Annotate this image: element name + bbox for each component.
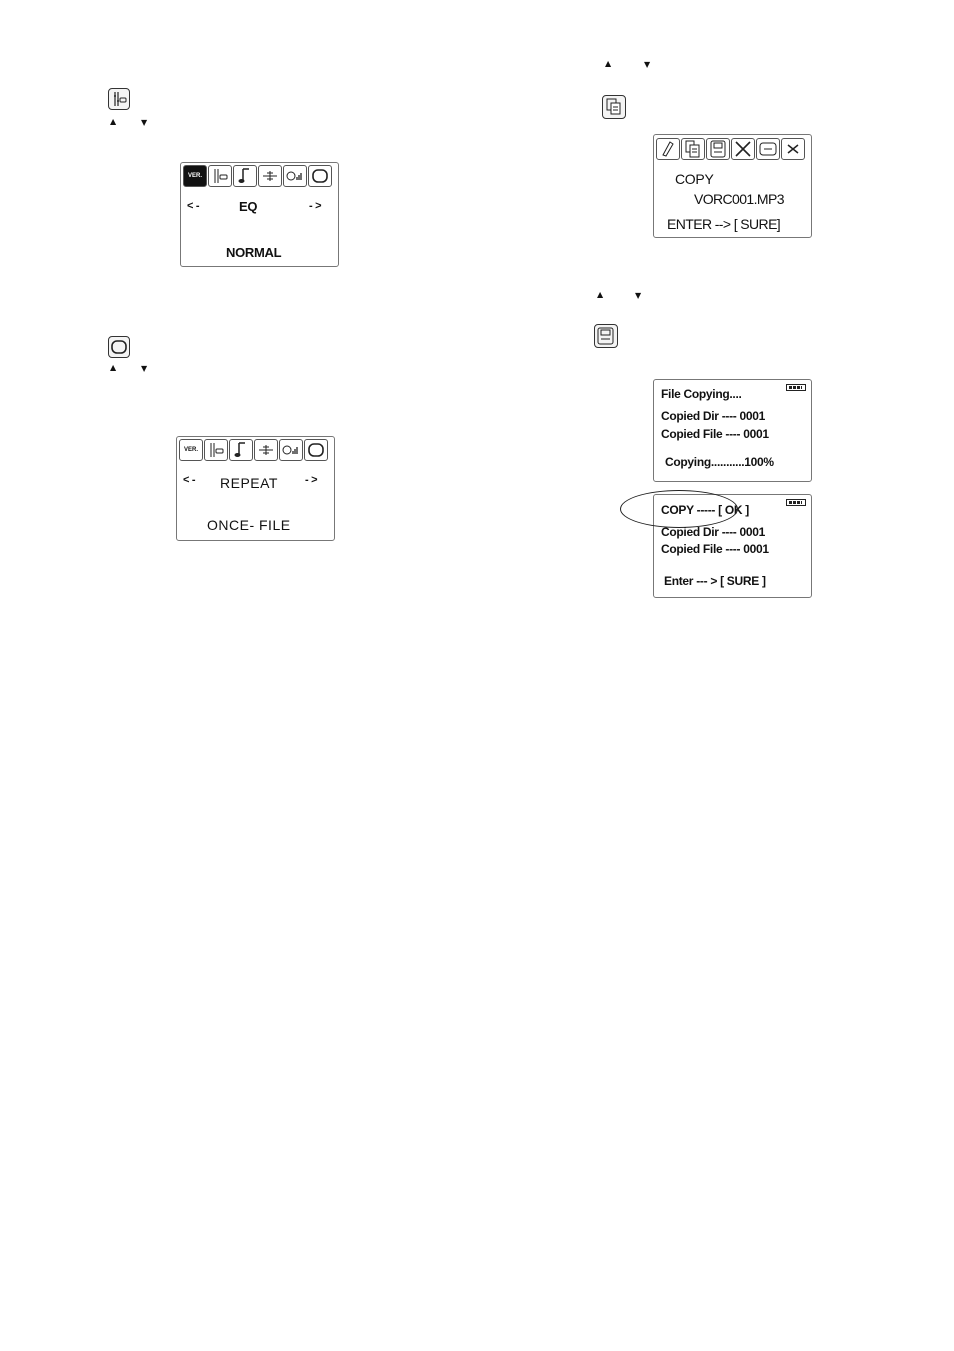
battery-icon [786, 499, 806, 506]
eq-value: NORMAL [226, 245, 282, 260]
version-icon: VER. [183, 165, 207, 187]
repeat-label: REPEAT [220, 475, 278, 491]
record-icon [279, 439, 303, 461]
battery-icon [786, 384, 806, 391]
menu-icon-bar: VER. [179, 439, 328, 461]
volume-icon [254, 439, 278, 461]
enter-sure-line: Enter --- > [ SURE ] [664, 574, 766, 588]
equalizer-icon [108, 88, 130, 110]
equalizer-icon [204, 439, 228, 461]
repeat-icon [108, 336, 130, 358]
down-arrow: ▼ [644, 60, 651, 69]
equalizer-icon [208, 165, 232, 187]
left-nav-arrow: < - [187, 200, 200, 212]
copy-filename: VORC001.MP3 [694, 191, 784, 207]
up-arrow: ▲ [110, 117, 117, 126]
copied-dir: Copied Dir ---- 0001 [661, 525, 766, 539]
repeat-icon [308, 165, 332, 187]
down-arrow: ▼ [141, 364, 148, 373]
copying-lcd-screen: File Copying.... Copied Dir ---- 0001 Co… [653, 379, 812, 482]
copied-dir: Copied Dir ---- 0001 [661, 409, 766, 423]
copying-status: File Copying.... [661, 387, 742, 401]
copy-lcd-screen: COPY VORC001.MP3 ENTER --> [ SURE] [653, 134, 812, 238]
repeat-value: ONCE- FILE [207, 517, 291, 533]
copying-progress: Copying...........100% [665, 455, 774, 469]
eq-label: EQ [239, 199, 258, 214]
repeat-icon [304, 439, 328, 461]
music-note-icon [229, 439, 253, 461]
delete-x-icon [731, 138, 755, 160]
right-nav-arrow: - > [305, 474, 318, 486]
repeat-lcd-screen: VER. < - REPEAT - > ONCE- FILE [176, 436, 335, 541]
right-nav-arrow: - > [309, 200, 322, 212]
save-icon [706, 138, 730, 160]
copied-file: Copied File ---- 0001 [661, 542, 769, 556]
volume-icon [258, 165, 282, 187]
record-icon [283, 165, 307, 187]
highlight-ellipse [620, 490, 738, 528]
music-note-icon [233, 165, 257, 187]
eq-lcd-screen: VER. < - EQ - > NORMAL [180, 162, 339, 267]
menu-icon-bar: VER. [183, 165, 332, 187]
copied-file: Copied File ---- 0001 [661, 427, 769, 441]
file-menu-icon-bar [656, 138, 805, 160]
up-arrow: ▲ [110, 363, 117, 372]
down-arrow: ▼ [635, 291, 642, 300]
down-arrow: ▼ [141, 118, 148, 127]
pencil-icon [656, 138, 680, 160]
menu-icon [756, 138, 780, 160]
save-icon [594, 324, 618, 348]
copy-title: COPY [675, 171, 714, 187]
version-icon: VER. [179, 439, 203, 461]
copy-icon [602, 95, 626, 119]
copy-enter-line: ENTER --> [ SURE] [667, 216, 781, 232]
up-arrow: ▲ [597, 290, 604, 299]
copy-icon [681, 138, 705, 160]
up-arrow: ▲ [605, 59, 612, 68]
scissors-icon [781, 138, 805, 160]
left-nav-arrow: < - [183, 474, 196, 486]
